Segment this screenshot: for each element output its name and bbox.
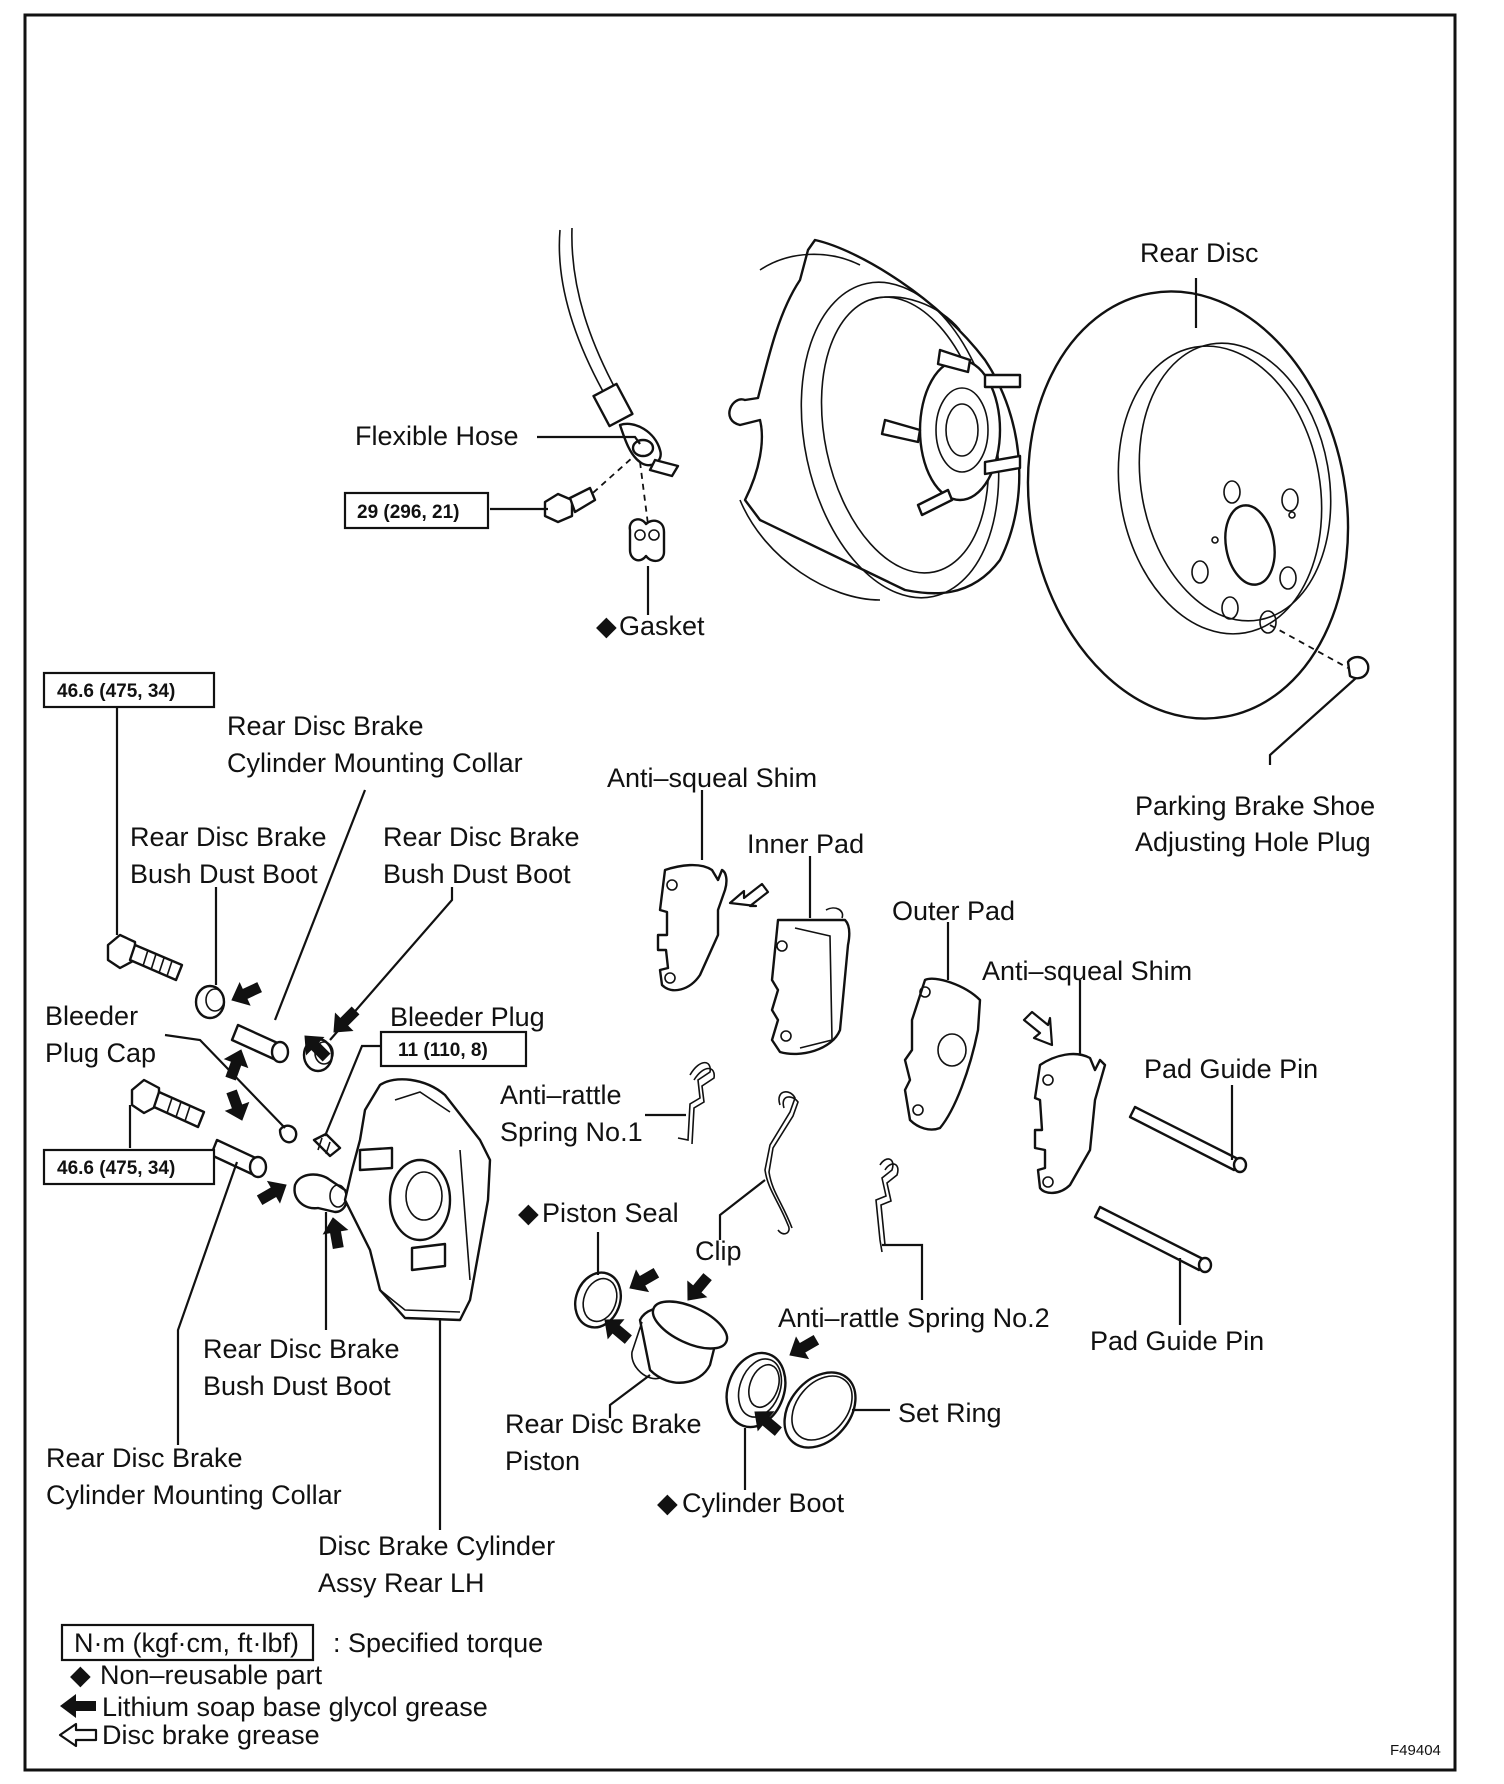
label-anti-rattle-1-line1: Anti–rattle — [500, 1080, 622, 1110]
clip-drawing — [764, 1091, 799, 1235]
legend-lithium-text: Lithium soap base glycol grease — [102, 1692, 488, 1722]
piston-seal-drawing — [574, 1271, 622, 1329]
diagram-frame — [23, 13, 1457, 1772]
label-gasket: Gasket — [619, 611, 705, 641]
figure-id: F49404 — [1390, 1742, 1441, 1759]
label-piston-line2: Piston — [505, 1446, 580, 1476]
set-ring-drawing — [783, 1371, 857, 1449]
label-cylinder-assy-line2: Assy Rear LH — [318, 1568, 485, 1598]
torque-box-lower-bolt: 46.6 (475, 34) — [42, 1148, 216, 1186]
svg-text:29 (296, 21): 29 (296, 21) — [357, 502, 459, 523]
piston-drawing — [631, 1300, 729, 1384]
bleeder-cap-drawing — [278, 1124, 298, 1144]
label-parking-plug-line1: Parking Brake Shoe — [1135, 791, 1375, 821]
bush-boot-upper-left-drawing — [194, 984, 226, 1020]
label-mounting-collar-top-line2: Cylinder Mounting Collar — [227, 748, 523, 778]
mounting-collar-lower-drawing — [209, 1138, 268, 1179]
label-bleeder-cap-line2: Plug Cap — [45, 1038, 156, 1068]
svg-text:11 (110, 8): 11 (110, 8) — [398, 1040, 488, 1061]
legend-disc-grease-text: Disc brake grease — [102, 1720, 320, 1750]
label-bush-boot-a-line2: Bush Dust Boot — [130, 859, 318, 889]
flexible-hose-drawing — [558, 227, 680, 478]
svg-text:46.6 (475, 34): 46.6 (475, 34) — [57, 681, 175, 702]
rear-disc-drawing — [1026, 290, 1350, 720]
legend-hollow-arrow-icon — [58, 1722, 98, 1748]
label-inner-pad: Inner Pad — [747, 829, 864, 859]
label-piston-line1: Rear Disc Brake — [505, 1409, 702, 1439]
label-anti-squeal-shim-outer: Anti–squeal Shim — [982, 956, 1192, 986]
label-bush-boot-c-line2: Bush Dust Boot — [203, 1371, 391, 1401]
label-mounting-collar-bottom-line2: Cylinder Mounting Collar — [46, 1480, 342, 1510]
label-mounting-collar-bottom-line1: Rear Disc Brake — [46, 1443, 243, 1473]
anti-rattle-spring-1-drawing — [677, 1061, 715, 1145]
legend-non-reusable-mark: ◆ — [70, 1660, 91, 1690]
outer-pad-drawing — [903, 977, 982, 1131]
outer-shim-drawing — [1033, 1052, 1107, 1195]
label-anti-rattle-1-line2: Spring No.1 — [500, 1117, 643, 1147]
torque-box-union-bolt: 29 (296, 21) — [343, 491, 490, 530]
legend: N·m (kgf·cm, ft·lbf) : Specified torque … — [58, 1623, 543, 1750]
label-cylinder-assy-line1: Disc Brake Cylinder — [318, 1531, 555, 1561]
caliper-body-drawing — [343, 1078, 492, 1322]
label-cylinder-boot: Cylinder Boot — [682, 1488, 845, 1518]
torque-box-bleeder: 11 (110, 8) — [379, 1030, 528, 1068]
label-anti-rattle-2: Anti–rattle Spring No.2 — [778, 1303, 1050, 1333]
mounting-collar-upper-drawing — [230, 1023, 290, 1064]
label-pad-guide-pin-bottom: Pad Guide Pin — [1090, 1326, 1264, 1356]
legend-non-reusable-text: Non–reusable part — [100, 1660, 323, 1690]
non-reusable-mark-gasket: ◆ — [596, 611, 617, 641]
label-bush-boot-a-line1: Rear Disc Brake — [130, 822, 327, 852]
legend-torque-desc: : Specified torque — [333, 1628, 543, 1658]
torque-box-upper-bolt: 46.6 (475, 34) — [42, 671, 216, 709]
label-mounting-collar-top-line1: Rear Disc Brake — [227, 711, 424, 741]
non-reusable-mark-cylinder-boot: ◆ — [657, 1488, 678, 1518]
label-bush-boot-b-line2: Bush Dust Boot — [383, 859, 571, 889]
label-outer-pad: Outer Pad — [892, 896, 1015, 926]
pad-guide-pin-top-drawing — [1128, 1105, 1248, 1174]
axle-hub-drawing — [728, 238, 1022, 601]
upper-bolt-drawing — [106, 933, 184, 982]
svg-text:46.6 (475, 34): 46.6 (475, 34) — [57, 1158, 175, 1179]
label-piston-seal: Piston Seal — [542, 1198, 679, 1228]
inner-pad-drawing — [770, 907, 851, 1056]
bleeder-plug-drawing — [312, 1132, 342, 1158]
legend-torque-unit: N·m (kgf·cm, ft·lbf) — [74, 1628, 299, 1658]
cylinder-boot-drawing — [725, 1351, 787, 1429]
label-anti-squeal-shim-inner: Anti–squeal Shim — [607, 763, 817, 793]
pad-guide-pin-bottom-drawing — [1093, 1205, 1213, 1274]
bush-boot-lower-drawing — [293, 1173, 349, 1214]
label-rear-disc: Rear Disc — [1140, 238, 1259, 268]
label-set-ring: Set Ring — [898, 1398, 1002, 1428]
label-parking-plug-line2: Adjusting Hole Plug — [1135, 827, 1371, 857]
legend-torque-box — [60, 1623, 315, 1662]
label-clip: Clip — [695, 1236, 742, 1266]
label-pad-guide-pin-top: Pad Guide Pin — [1144, 1054, 1318, 1084]
union-bolt-drawing — [543, 486, 597, 524]
non-reusable-mark-piston-seal: ◆ — [518, 1198, 539, 1228]
parking-plug-drawing — [1346, 655, 1370, 680]
label-bush-boot-c-line1: Rear Disc Brake — [203, 1334, 400, 1364]
label-flexible-hose: Flexible Hose — [355, 421, 519, 451]
label-bleeder-cap-line1: Bleeder — [45, 1001, 138, 1031]
label-bush-boot-b-line1: Rear Disc Brake — [383, 822, 580, 852]
legend-solid-arrow-icon — [60, 1694, 96, 1718]
anti-rattle-spring-2-drawing — [875, 1158, 899, 1253]
inner-shim-drawing — [656, 863, 728, 992]
disc-brake-grease-arrows — [728, 882, 1054, 1047]
lower-bolt-drawing — [130, 1078, 206, 1129]
gasket-drawing — [628, 518, 666, 563]
label-bleeder-plug: Bleeder Plug — [390, 1002, 545, 1032]
